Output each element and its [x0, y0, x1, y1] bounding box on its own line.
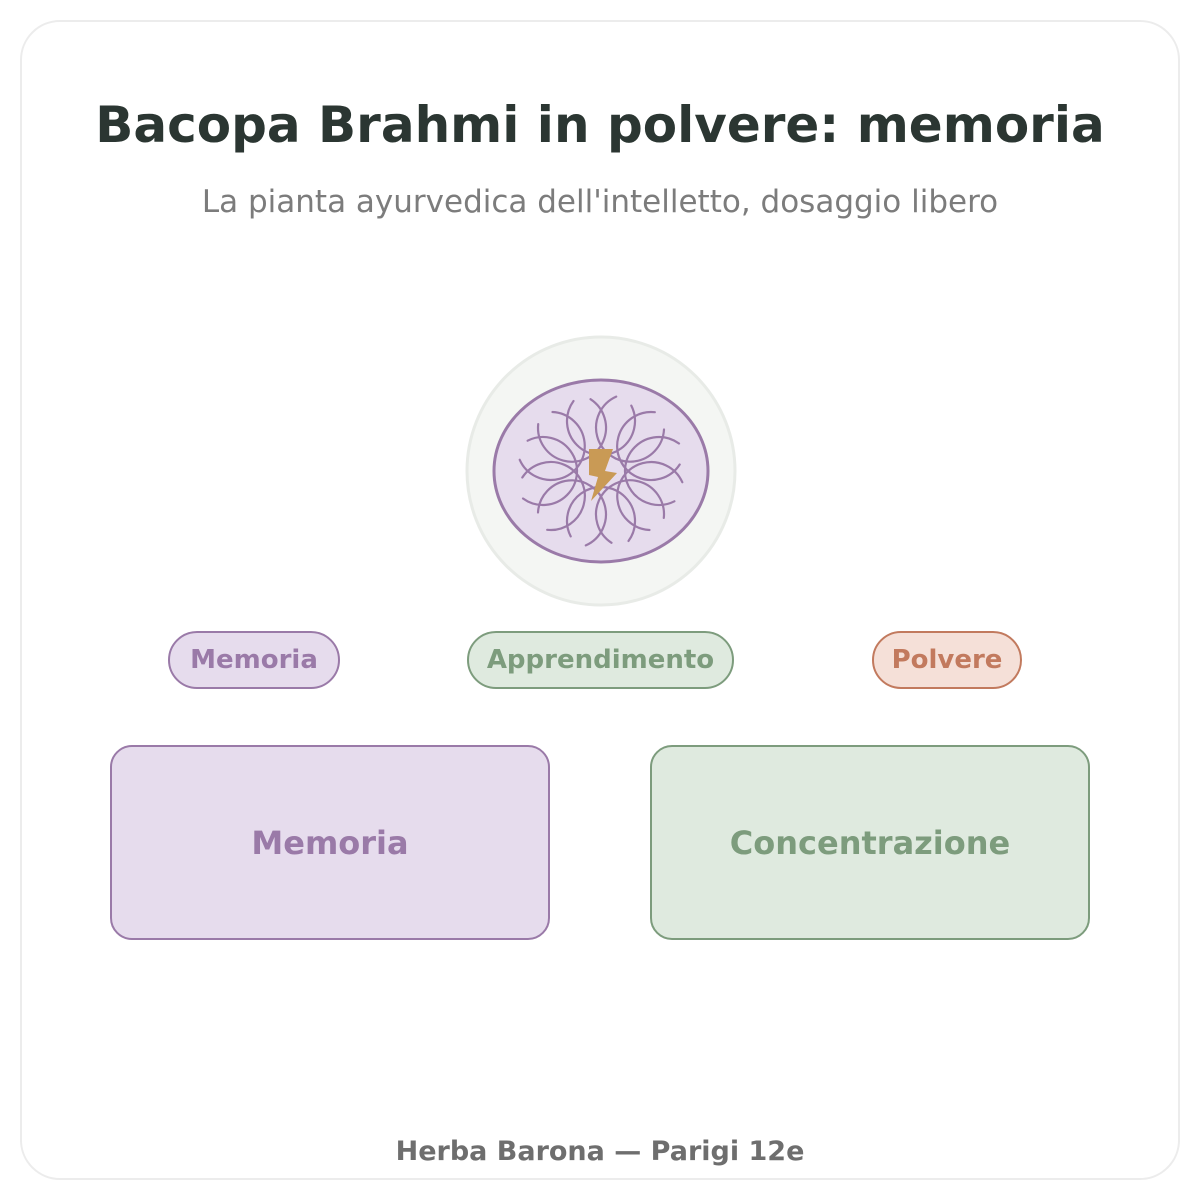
brain-swirl: [594, 395, 666, 463]
page-subtitle: La pianta ayurvedica dell'intelletto, do…: [201, 184, 999, 220]
feature-card-concentrazione: Concentrazione: [650, 745, 1090, 940]
brain-swirl: [616, 410, 681, 482]
tag-apprendimento: Apprendimento: [467, 631, 734, 689]
brain-swirl: [521, 460, 586, 532]
brain-swirl: [536, 398, 608, 463]
tag-memoria: Memoria: [168, 631, 340, 689]
page-title: Bacopa Brahmi in polvere: memoria: [95, 96, 1105, 154]
feature-card-memoria: Memoria: [110, 745, 550, 940]
brain-swirl: [594, 479, 666, 544]
tag-polvere: Polvere: [872, 631, 1022, 689]
footer-credit: Herba Barona — Parigi 12e: [395, 1136, 805, 1167]
brain-swirl: [518, 410, 586, 482]
brain-swirl: [536, 479, 608, 547]
brain-lightning-icon: [465, 335, 737, 607]
brain-swirl: [616, 460, 684, 532]
brain-swirl: [521, 435, 579, 507]
